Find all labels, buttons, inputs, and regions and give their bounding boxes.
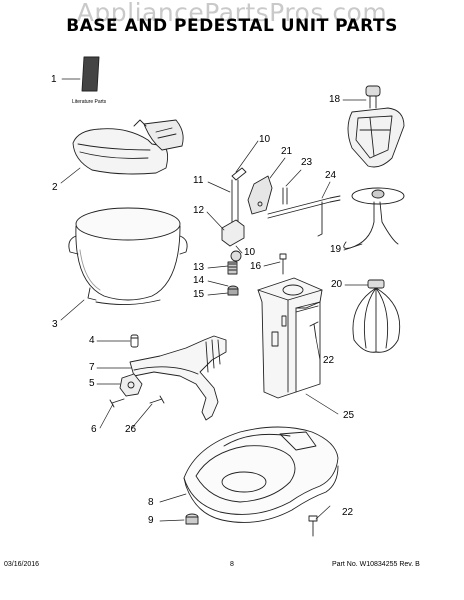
mixing-bowl (68, 207, 188, 306)
callout-8: 8 (148, 497, 154, 508)
leader-26 (131, 403, 153, 429)
rubber-foot (185, 513, 199, 525)
leader-21 (269, 157, 286, 179)
screw-16 (279, 253, 287, 275)
leader-3 (60, 299, 85, 321)
leader-14 (207, 280, 229, 287)
callout-1: 1 (51, 74, 57, 85)
callout-22-lower: 22 (342, 507, 354, 518)
leader-24 (321, 181, 331, 199)
leader-8 (159, 493, 187, 503)
leader-16 (263, 261, 281, 267)
pouring-shield (72, 119, 184, 175)
leader-19 (343, 243, 363, 251)
base (183, 426, 339, 523)
leader-12 (206, 211, 225, 231)
callout-5: 5 (89, 378, 95, 389)
leader-15 (207, 292, 229, 296)
bowl-clamp (119, 373, 143, 397)
callout-10-upper: 10 (259, 134, 271, 145)
callout-23: 23 (301, 157, 313, 168)
callout-12: 12 (193, 205, 205, 216)
footer-page-number: 8 (230, 561, 234, 568)
leader-2 (60, 167, 81, 184)
leader-13 (207, 265, 229, 269)
bowl-support-bracket (129, 335, 227, 421)
callout-25: 25 (343, 410, 355, 421)
callout-3: 3 (52, 319, 58, 330)
callout-11: 11 (193, 175, 204, 186)
screw-6 (109, 398, 125, 408)
flat-beater (347, 85, 405, 168)
callout-9: 9 (148, 515, 154, 526)
callout-24: 24 (325, 170, 337, 181)
leader-25 (305, 393, 339, 415)
callout-13: 13 (193, 262, 205, 273)
wire-whip (352, 279, 401, 353)
pin (130, 334, 139, 348)
callout-6: 6 (91, 424, 97, 435)
callout-7: 7 (89, 362, 95, 373)
pedestal (257, 277, 323, 399)
lever-21 (247, 175, 273, 215)
callout-2: 2 (52, 182, 58, 193)
shaft-assembly (221, 167, 247, 296)
leader-9 (159, 519, 185, 522)
footer-part-number: Part No. W10834255 Rev. B (332, 561, 420, 568)
leader-22a (315, 337, 321, 361)
pin-23 (282, 187, 288, 205)
callout-19: 19 (330, 244, 342, 255)
callout-26: 26 (125, 424, 137, 435)
hinge-shaft (267, 195, 341, 237)
callout-20: 20 (331, 279, 343, 290)
leader-6 (99, 403, 114, 429)
callout-14: 14 (193, 275, 205, 286)
dough-hook (343, 187, 405, 249)
callout-18: 18 (329, 94, 341, 105)
screw-26 (149, 395, 165, 404)
leader-22b (315, 505, 331, 520)
callout-15: 15 (193, 289, 205, 300)
callout-4: 4 (89, 335, 95, 346)
callout-22-upper: 22 (323, 355, 335, 366)
leader-11 (207, 181, 231, 193)
leader-10a (235, 140, 259, 173)
literature-part (81, 56, 100, 92)
page-title: BASE AND PEDESTAL UNIT PARTS (66, 16, 398, 36)
callout-21: 21 (281, 146, 293, 157)
callout-10-lower: 10 (244, 247, 256, 258)
screw-22-upper (309, 321, 319, 339)
footer-date: 03/16/2016 (4, 561, 40, 568)
callout-16: 16 (250, 261, 262, 272)
literature-parts-label: Literature Parts (72, 99, 107, 105)
watermark: AppliancePartsPros.com (76, 0, 388, 27)
leader-23 (285, 169, 302, 187)
leader-10b (235, 245, 243, 254)
